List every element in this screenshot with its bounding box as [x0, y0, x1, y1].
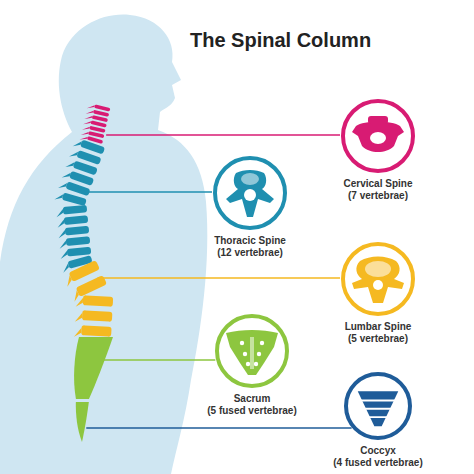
region-label: Lumbar Spine — [316, 321, 440, 333]
region-circle — [339, 97, 417, 175]
region-circle — [339, 240, 417, 318]
region-label: (12 vertebrae) — [188, 247, 312, 259]
title: The Spinal Column — [190, 29, 371, 52]
region-label: (4 fused vertebrae) — [316, 457, 440, 469]
vertebra-icon — [226, 170, 274, 217]
region-label: Thoracic Spine — [188, 235, 312, 247]
spine-region: Thoracic Spine(12 vertebrae) — [188, 154, 312, 259]
coccyx-bone — [76, 402, 89, 442]
region-label: Sacrum — [190, 393, 314, 405]
region-label: (5 vertebrae) — [316, 333, 440, 345]
region-label: (5 fused vertebrae) — [190, 405, 314, 417]
vertebra — [76, 295, 114, 309]
vertebra-icon — [226, 330, 278, 375]
region-label: (7 vertebrae) — [316, 190, 440, 202]
region-circle — [213, 312, 291, 390]
leader-line — [98, 277, 340, 279]
vertebra-icon — [352, 116, 404, 152]
vertebra-icon — [358, 391, 399, 426]
region-label: Coccyx — [316, 445, 440, 457]
body-silhouette — [0, 15, 207, 474]
spine-region: Cervical Spine(7 vertebrae) — [316, 97, 440, 202]
vertebra — [57, 215, 89, 227]
region-circle — [342, 370, 414, 442]
vertebra — [56, 205, 88, 217]
sacrum-bone — [74, 337, 113, 399]
leader-line — [86, 427, 351, 429]
vertebra — [58, 226, 90, 238]
region-label: Cervical Spine — [316, 178, 440, 190]
region-circle — [211, 154, 289, 232]
vertebra — [75, 310, 113, 324]
spine-region: Sacrum(5 fused vertebrae) — [190, 312, 314, 417]
leader-line — [87, 191, 212, 193]
leader-line — [101, 359, 215, 361]
vertebra-icon — [352, 257, 404, 304]
leader-line — [106, 134, 340, 136]
spine-region: Coccyx(4 fused vertebrae) — [316, 370, 440, 469]
vertebra — [74, 325, 112, 339]
spine-region: Lumbar Spine(5 vertebrae) — [316, 240, 440, 345]
vertebra — [59, 236, 91, 248]
